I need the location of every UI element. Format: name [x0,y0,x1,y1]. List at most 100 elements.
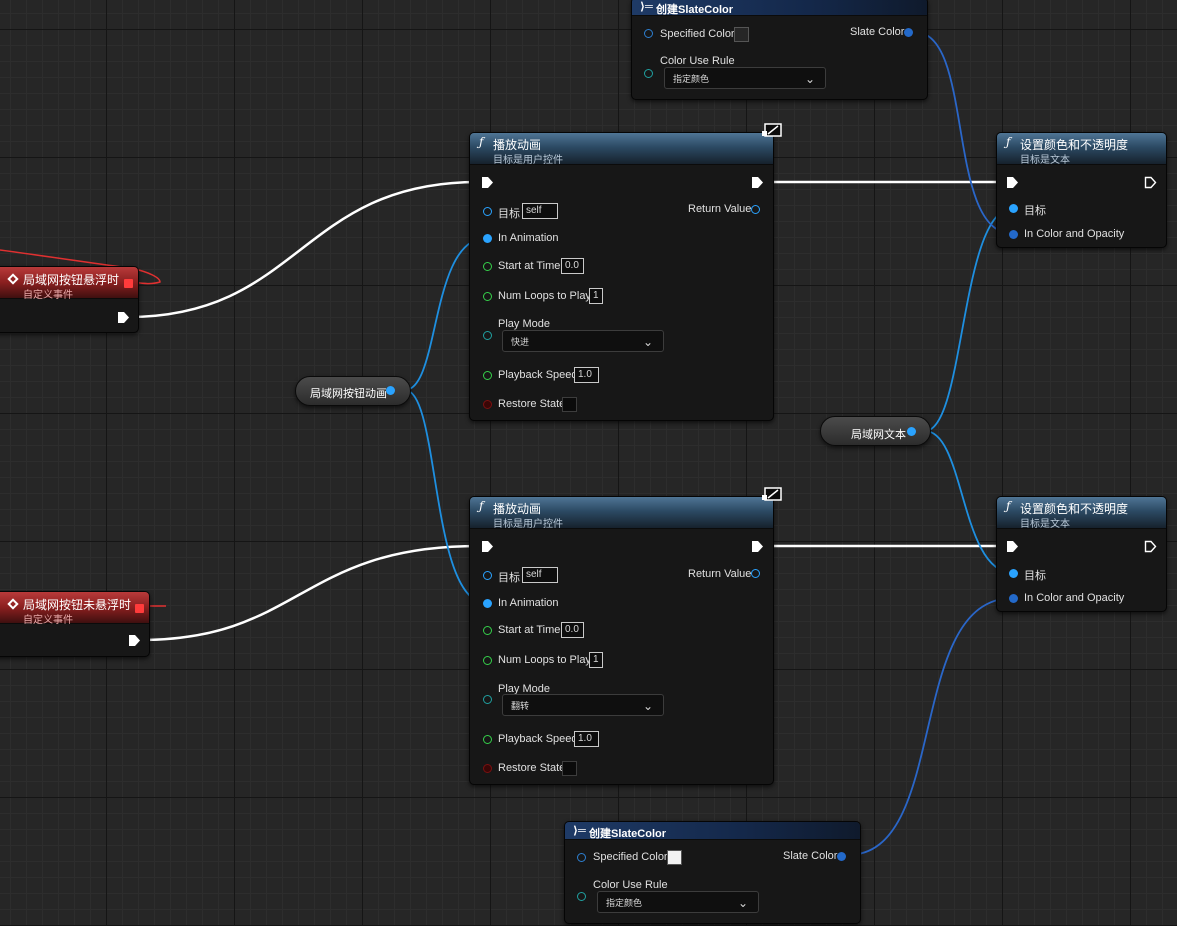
node-title: 创建SlateColor [656,4,734,16]
event-subtitle: 自定义事件 [23,615,73,626]
return-value-pin[interactable] [751,205,760,214]
set-color-opacity-node-1[interactable]: ƒ 设置颜色和不透明度 目标是文本 目标 In Color and Opacit… [996,132,1167,248]
event-icon [7,273,19,285]
set-color-opacity-node-2[interactable]: ƒ 设置颜色和不透明度 目标是文本 目标 In Color and Opacit… [996,496,1167,612]
start-time-field[interactable]: 0.0 [561,622,584,638]
specified-color-label: Specified Color [593,851,668,863]
color-rule-pin[interactable] [644,69,653,78]
function-icon: ƒ [1006,499,1011,513]
color-rule-dropdown[interactable]: 指定颜色 ⌄ [597,891,759,913]
play-mode-dropdown[interactable]: 翻转 ⌄ [502,694,664,716]
num-loops-field[interactable]: 1 [589,288,603,304]
monitor-icon [762,487,782,502]
play-mode-dropdown[interactable]: 快进 ⌄ [502,330,664,352]
custom-event-unhovered[interactable]: 局域网按钮未悬浮时 自定义事件 [0,591,150,657]
target-pin[interactable] [483,207,492,216]
play-mode-pin[interactable] [483,695,492,704]
variable-out-pin[interactable] [386,386,395,395]
start-time-pin[interactable] [483,626,492,635]
restore-state-pin[interactable] [483,764,492,773]
slate-color-out-label: Slate Color [783,850,838,862]
target-label: 目标 [498,572,520,584]
make-slate-color-node-2[interactable]: ⟩═ 创建SlateColor Specified Color Slate Co… [564,821,861,924]
start-time-label: Start at Time [498,624,561,636]
variable-anim-node[interactable]: 局域网按钮动画 [295,376,411,406]
event-title: 局域网按钮未悬浮时 [23,598,132,612]
num-loops-label: Num Loops to Play [498,654,591,666]
delegate-pin-icon[interactable] [124,279,133,288]
target-label: 目标 [1024,570,1046,582]
start-time-field[interactable]: 0.0 [561,258,584,274]
make-struct-icon: ⟩═ [573,825,586,837]
node-subtitle: 目标是用户控件 [493,519,563,530]
variable-label: 局域网按钮动画 [310,388,387,400]
function-icon: ƒ [1006,135,1011,149]
play-mode-pin[interactable] [483,331,492,340]
play-animation-node-2[interactable]: ƒ 播放动画 目标是用户控件 目标 self Return Value In A… [469,487,782,785]
function-icon: ƒ [479,499,484,513]
target-pin[interactable] [1009,204,1018,213]
start-time-pin[interactable] [483,262,492,271]
play-mode-value: 快进 [511,337,530,347]
wire-exec-event1-play1 [127,180,479,319]
variable-text-node[interactable]: 局域网文本 [820,416,931,446]
wire-exec-event2-play2 [139,544,479,642]
color-opacity-pin[interactable] [1009,230,1018,239]
variable-label: 局域网文本 [851,429,906,441]
node-title: 创建SlateColor [589,828,667,840]
specified-color-pin[interactable] [644,29,653,38]
restore-state-checkbox[interactable] [562,761,577,776]
in-animation-pin[interactable] [483,599,492,608]
node-title: 播放动画 [493,502,542,516]
playback-speed-label: Playback Speed [498,733,578,745]
return-value-pin[interactable] [751,569,760,578]
variable-out-pin[interactable] [907,427,916,436]
num-loops-field[interactable]: 1 [589,652,603,668]
play-mode-label: Play Mode [498,318,550,330]
specified-color-swatch[interactable] [667,850,682,865]
delegate-pin-icon[interactable] [135,604,144,613]
playback-speed-field[interactable]: 1.0 [574,731,599,747]
slate-color-out-label: Slate Color [850,26,905,38]
node-subtitle: 目标是用户控件 [493,155,563,166]
event-subtitle: 自定义事件 [23,290,73,301]
playback-speed-pin[interactable] [483,371,492,380]
start-time-label: Start at Time [498,260,561,272]
slate-color-out-pin[interactable] [837,852,846,861]
event-title: 局域网按钮悬浮时 [23,273,120,287]
in-animation-label: In Animation [498,597,559,609]
in-animation-pin[interactable] [483,234,492,243]
restore-state-checkbox[interactable] [562,397,577,412]
playback-speed-field[interactable]: 1.0 [574,367,599,383]
custom-event-hovered[interactable]: 局域网按钮悬浮时 自定义事件 [0,266,139,333]
make-struct-icon: ⟩═ [640,1,653,13]
restore-state-pin[interactable] [483,400,492,409]
restore-state-label: Restore State [498,762,566,774]
color-rule-label: Color Use Rule [660,55,735,67]
specified-color-swatch[interactable] [734,27,749,42]
event-icon [7,598,19,610]
node-title: 设置颜色和不透明度 [1020,138,1129,152]
function-icon: ƒ [479,135,484,149]
target-value-field[interactable]: self [522,203,558,219]
color-opacity-label: In Color and Opacity [1024,228,1125,240]
play-mode-value: 翻转 [511,701,530,711]
play-animation-node-1[interactable]: ƒ 播放动画 目标是用户控件 目标 self Return Value In A… [469,123,782,421]
slate-color-out-pin[interactable] [904,28,913,37]
num-loops-label: Num Loops to Play [498,290,591,302]
num-loops-pin[interactable] [483,292,492,301]
node-title: 播放动画 [493,138,542,152]
color-rule-dropdown[interactable]: 指定颜色 ⌄ [664,67,826,89]
color-opacity-label: In Color and Opacity [1024,592,1125,604]
target-pin[interactable] [1009,569,1018,578]
playback-speed-pin[interactable] [483,735,492,744]
num-loops-pin[interactable] [483,656,492,665]
target-pin[interactable] [483,571,492,580]
specified-color-pin[interactable] [577,853,586,862]
make-slate-color-node-1[interactable]: ⟩═ 创建SlateColor Specified Color Slate Co… [631,0,928,100]
color-opacity-pin[interactable] [1009,594,1018,603]
color-rule-pin[interactable] [577,892,586,901]
node-subtitle: 目标是文本 [1020,519,1070,530]
target-value-field[interactable]: self [522,567,558,583]
return-value-label: Return Value [688,203,752,215]
